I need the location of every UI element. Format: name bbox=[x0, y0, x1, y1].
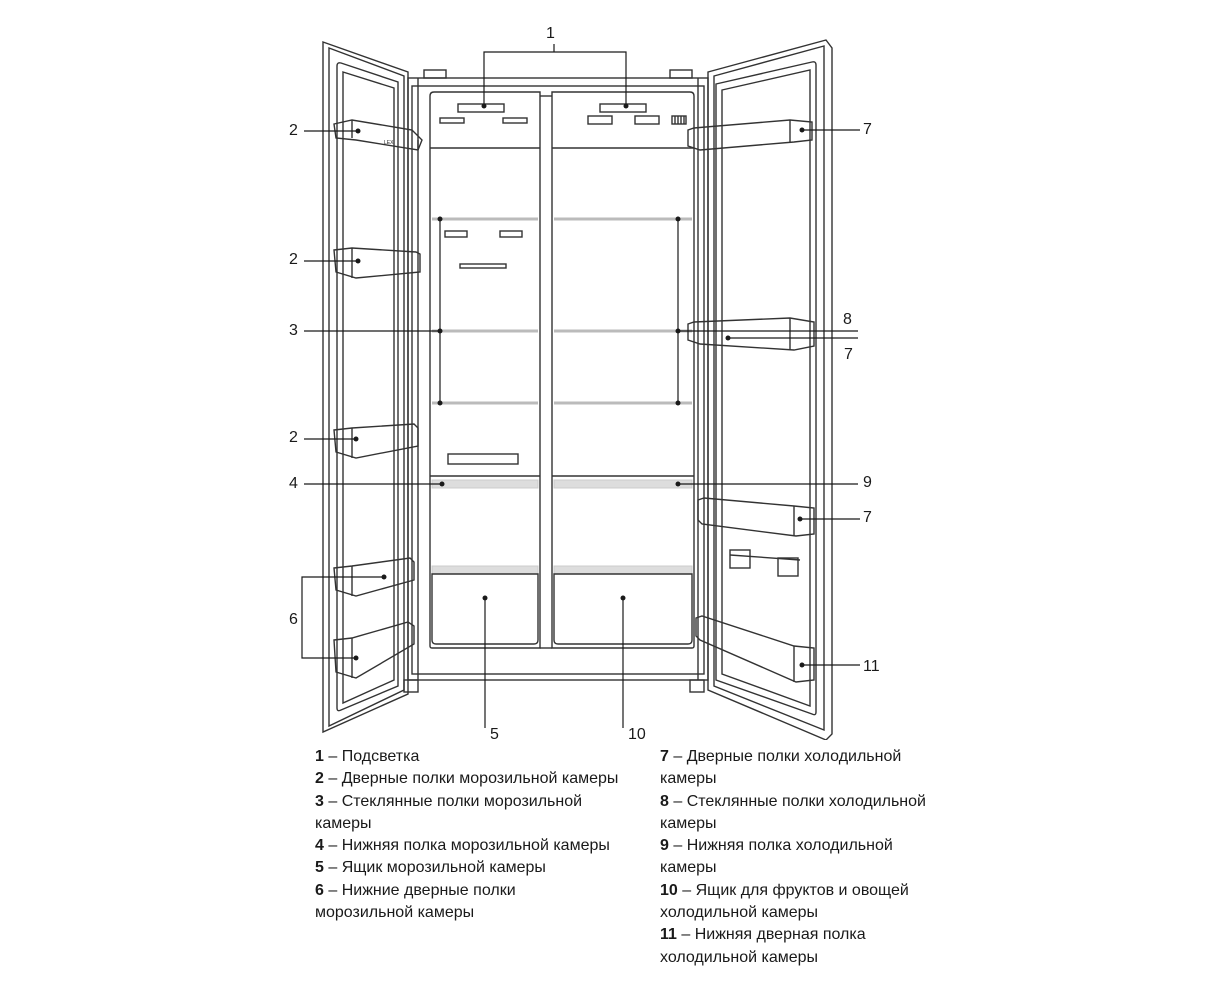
freezer-glass-shelves bbox=[432, 217, 538, 405]
callout-6: 6 bbox=[289, 611, 298, 628]
legend-item-1: 1 – Подсветка bbox=[315, 748, 420, 765]
light-fixtures bbox=[439, 103, 687, 125]
callout-2b: 2 bbox=[289, 251, 298, 268]
callout-1: 1 bbox=[546, 25, 555, 42]
legend-item-3: 3 – Стеклянные полки морозильной камеры bbox=[315, 792, 583, 832]
callout-7a: 7 bbox=[863, 121, 872, 138]
callout-7b: 7 bbox=[844, 346, 853, 363]
logo-left: LEX bbox=[384, 140, 394, 146]
legend-right: 7 – Дверные полки холодильной камеры 8 –… bbox=[660, 746, 952, 969]
callout-numbers: 1 2 2 3 2 4 6 5 10 7 8 7 9 7 11 bbox=[289, 25, 880, 740]
callout-10: 10 bbox=[628, 726, 646, 740]
callout-7c: 7 bbox=[863, 509, 872, 526]
right-door-shelves bbox=[687, 119, 815, 683]
leader-lines bbox=[301, 44, 860, 728]
right-door bbox=[687, 39, 833, 740]
callout-2c: 2 bbox=[289, 429, 298, 446]
fridge-glass-shelves bbox=[554, 217, 692, 405]
legend-item-9: 9 – Нижняя полка холодильной камеры bbox=[660, 837, 893, 877]
callout-9: 9 bbox=[863, 474, 872, 491]
drawers bbox=[431, 565, 693, 645]
legend-item-2: 2 – Дверные полки морозильной камеры bbox=[315, 770, 619, 788]
callout-11: 11 bbox=[863, 658, 880, 675]
legend-left: 1 – Подсветка 2 – Дверные полки морозиль… bbox=[315, 746, 645, 924]
leader-dots bbox=[353, 103, 805, 668]
callout-5: 5 bbox=[490, 726, 499, 740]
callout-3: 3 bbox=[289, 322, 298, 339]
legend-item-5: 5 – Ящик морозильной камеры bbox=[315, 859, 546, 877]
callout-8: 8 bbox=[843, 311, 852, 328]
legend-item-10: 10 – Ящик для фруктов и овощей холодильн… bbox=[660, 881, 909, 922]
left-door: LEX bbox=[322, 41, 423, 734]
callout-4: 4 bbox=[289, 475, 298, 492]
info-labels bbox=[729, 549, 801, 577]
legend-item-6: 6 – Нижние дверные полки морозильной кам… bbox=[315, 881, 516, 922]
legend-item-11: 11 – Нижняя дверная полка холодильной ка… bbox=[660, 926, 866, 966]
callout-2a: 2 bbox=[289, 122, 298, 139]
legend-item-7: 7 – Дверные полки холодильной камеры bbox=[660, 748, 902, 788]
svg-text:LEX: LEX bbox=[384, 140, 394, 146]
bottom-shelves bbox=[430, 475, 694, 489]
left-door-shelves bbox=[333, 119, 423, 679]
freezer-vents bbox=[444, 230, 523, 465]
legend-item-4: 4 – Нижняя полка морозильной камеры bbox=[315, 837, 610, 855]
cabinet bbox=[403, 69, 709, 693]
refrigerator-diagram: LEX bbox=[289, 25, 880, 740]
legend-item-8: 8 – Стеклянные полки холодильной камеры bbox=[660, 792, 926, 832]
